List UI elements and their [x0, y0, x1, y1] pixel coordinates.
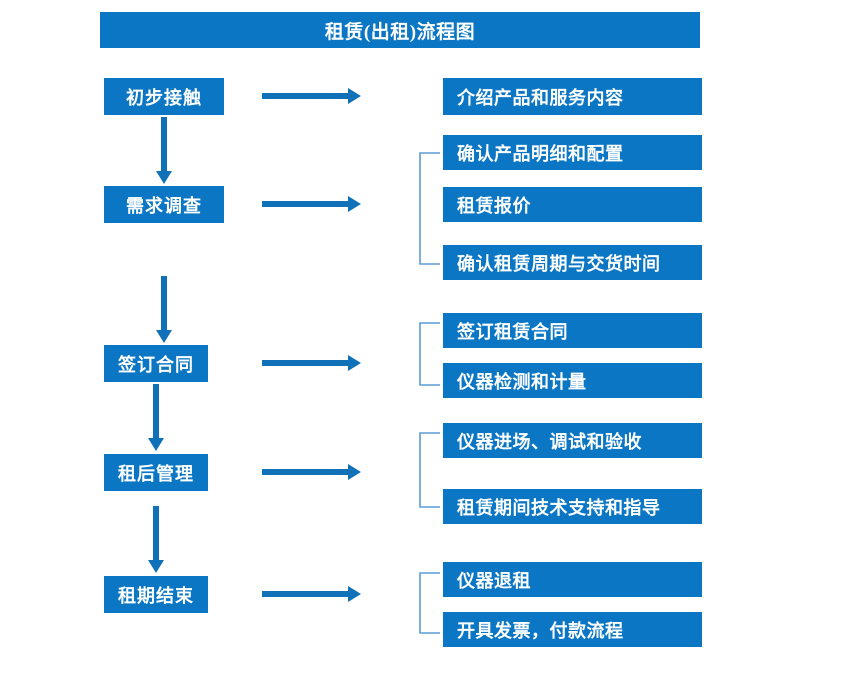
detail-box-10[interactable]: 开具发票，付款流程	[443, 612, 702, 647]
detail-box-1[interactable]: 介绍产品和服务内容	[443, 78, 702, 115]
down-arrow-icon-1	[155, 117, 173, 185]
detail-box-3[interactable]: 租赁报价	[443, 187, 702, 222]
down-arrow-icon-2	[155, 276, 173, 344]
down-arrow-icon-4	[147, 506, 165, 574]
right-arrow-icon-5	[262, 585, 362, 603]
detail-box-4[interactable]: 确认租赁周期与交货时间	[443, 245, 702, 280]
stage-box-5[interactable]: 租期结束	[104, 576, 208, 613]
stage-box-2[interactable]: 需求调查	[104, 186, 224, 223]
stage-box-4[interactable]: 租后管理	[104, 454, 208, 491]
detail-box-9[interactable]: 仪器退租	[443, 562, 702, 597]
detail-label: 确认租赁周期与交货时间	[457, 253, 661, 274]
page-title: 租赁(出租)流程图	[100, 12, 700, 48]
right-arrow-icon-4	[262, 463, 362, 481]
stage-box-3[interactable]: 签订合同	[104, 345, 208, 382]
group-bracket-1	[419, 152, 441, 265]
detail-label: 仪器进场、调试和验收	[457, 431, 642, 452]
detail-label: 租赁期间技术支持和指导	[457, 497, 661, 518]
detail-label: 签订租赁合同	[457, 321, 568, 342]
detail-label: 介绍产品和服务内容	[457, 87, 624, 108]
stage-label: 需求调查	[126, 195, 202, 216]
stage-label: 签订合同	[118, 354, 194, 375]
down-arrow-icon-3	[147, 384, 165, 452]
stage-label: 初步接触	[126, 87, 202, 108]
detail-label: 仪器检测和计量	[457, 371, 587, 392]
detail-label: 确认产品明细和配置	[457, 143, 624, 164]
detail-box-6[interactable]: 仪器检测和计量	[443, 363, 702, 398]
group-bracket-4	[419, 572, 441, 634]
detail-box-7[interactable]: 仪器进场、调试和验收	[443, 423, 702, 458]
detail-label: 仪器退租	[457, 570, 531, 591]
detail-label: 租赁报价	[457, 195, 531, 216]
detail-box-8[interactable]: 租赁期间技术支持和指导	[443, 489, 702, 524]
group-bracket-2	[419, 322, 441, 386]
group-bracket-3	[419, 432, 441, 508]
stage-box-1[interactable]: 初步接触	[104, 78, 224, 115]
detail-label: 开具发票，付款流程	[457, 620, 624, 641]
stage-label: 租后管理	[118, 463, 194, 484]
detail-box-2[interactable]: 确认产品明细和配置	[443, 135, 702, 170]
right-arrow-icon-3	[262, 354, 362, 372]
right-arrow-icon-2	[262, 195, 362, 213]
detail-box-5[interactable]: 签订租赁合同	[443, 313, 702, 348]
right-arrow-icon-1	[262, 87, 362, 105]
stage-label: 租期结束	[118, 585, 194, 606]
